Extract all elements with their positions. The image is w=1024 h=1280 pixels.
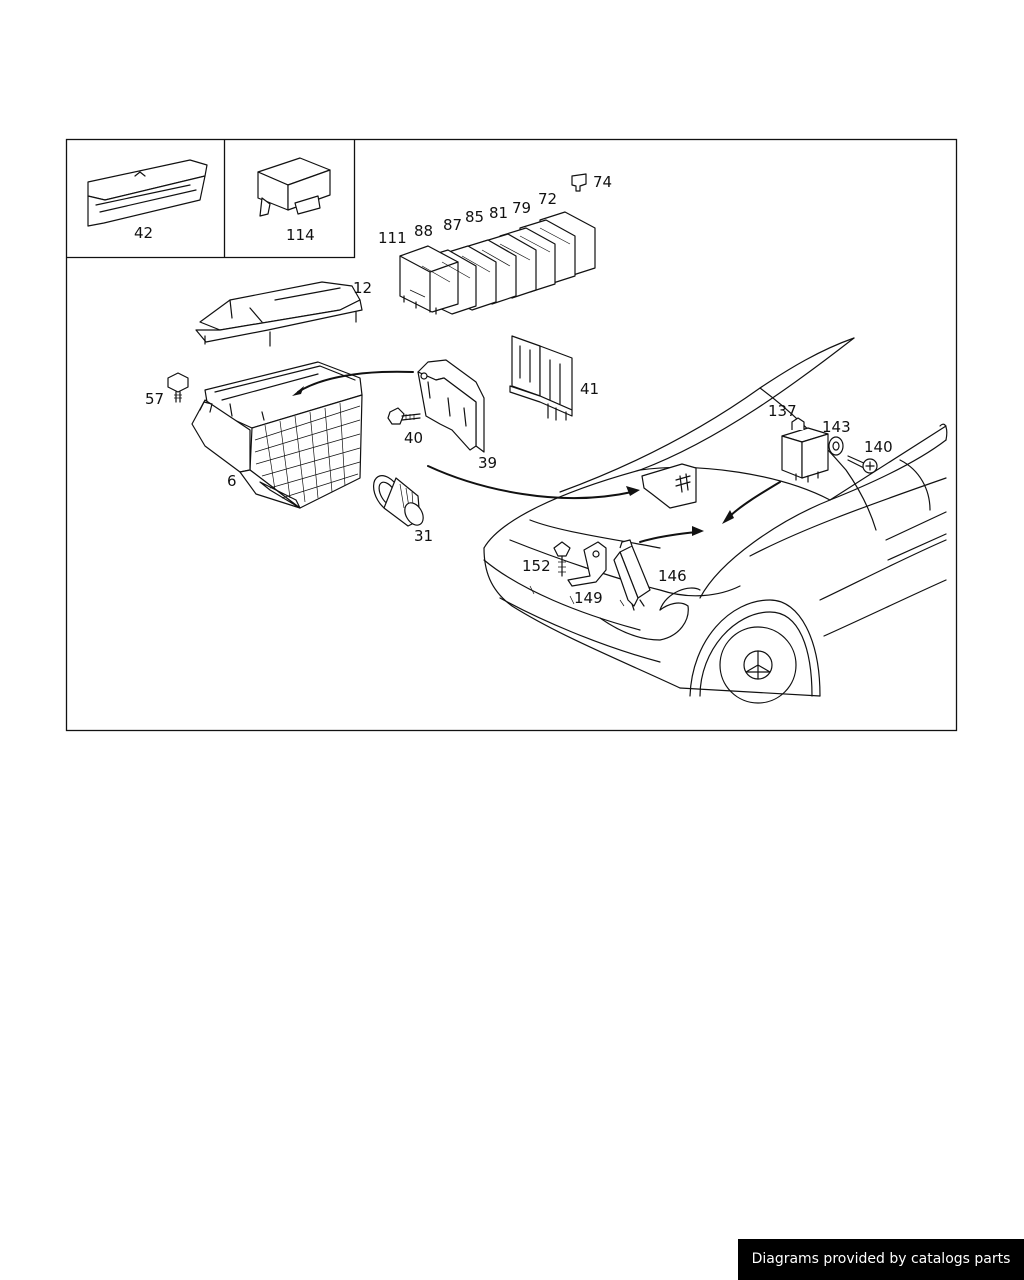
callout-57: 57 (145, 390, 164, 408)
part-140-screw (847, 455, 878, 474)
part-152-screw (553, 541, 571, 577)
callout-85: 85 (465, 208, 484, 226)
part-149-bracket (567, 541, 607, 587)
callout-137: 137 (768, 402, 797, 420)
callout-81: 81 (489, 204, 508, 222)
car-front-outline (483, 337, 948, 704)
diagram-frame (65, 138, 958, 732)
part-57-bolt (167, 372, 189, 403)
relay-block-stack (399, 211, 596, 315)
callout-39: 39 (478, 454, 497, 472)
callout-88: 88 (414, 222, 433, 240)
inset-box-divider (66, 139, 356, 259)
part-114-relay (257, 157, 331, 217)
callout-42: 42 (134, 224, 153, 242)
part-137-relay (781, 417, 829, 483)
watermark-banner: Diagrams provided by catalogs parts (738, 1239, 1024, 1280)
callout-111: 111 (378, 229, 407, 247)
callout-31: 31 (414, 527, 433, 545)
part-74-fuse (571, 173, 587, 192)
callout-12: 12 (353, 279, 372, 297)
part-143-nut (828, 436, 844, 456)
callout-87: 87 (443, 216, 462, 234)
callout-114: 114 (286, 226, 315, 244)
arrowhead-31-to-car (626, 486, 640, 496)
arrow-31-to-car (427, 465, 633, 500)
callout-40: 40 (404, 429, 423, 447)
part-39-bracket (417, 359, 485, 453)
callout-146: 146 (658, 567, 687, 585)
part-12-box-lid (195, 281, 363, 347)
callout-74: 74 (593, 173, 612, 191)
callout-140: 140 (864, 438, 893, 456)
arrowhead-146-to-car (692, 526, 704, 536)
callout-149: 149 (574, 589, 603, 607)
part-31-grommet (372, 475, 424, 527)
callout-152: 152 (522, 557, 551, 575)
car-mounted-bracket (641, 463, 697, 509)
arrowhead-39-to-6 (292, 386, 304, 396)
part-6-fuse-box-housing (191, 361, 363, 509)
arrowhead-137-to-car (722, 510, 734, 524)
callout-72: 72 (538, 190, 557, 208)
callout-41: 41 (580, 380, 599, 398)
part-42-cover-strip (87, 159, 208, 227)
arrow-146-to-car (639, 531, 697, 543)
arrow-39-to-6 (297, 370, 414, 393)
callout-143: 143 (822, 418, 851, 436)
callout-6: 6 (227, 472, 237, 490)
callout-79: 79 (512, 199, 531, 217)
part-40-screw (387, 407, 421, 425)
part-146-relay (613, 539, 651, 611)
part-41-holder (509, 335, 573, 421)
arrow-137-to-car (727, 481, 781, 519)
